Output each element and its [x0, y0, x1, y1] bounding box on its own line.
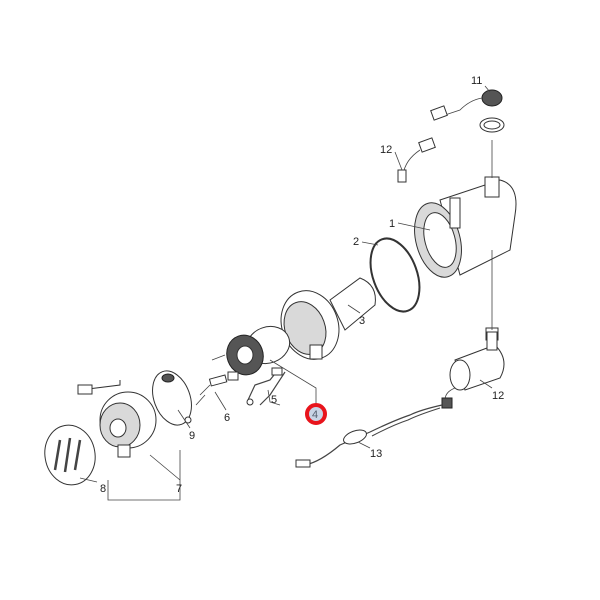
part-6-glow-plug	[195, 371, 239, 406]
part-12-water-pump	[441, 331, 505, 409]
highlight-ring	[305, 403, 327, 425]
callout-label: 12	[380, 144, 392, 156]
callout-10[interactable]: 11	[471, 75, 482, 87]
callout-7[interactable]: 7	[176, 483, 182, 495]
leader-lines	[79, 85, 493, 501]
callout-label: 1	[389, 218, 395, 230]
callout-label: 9	[189, 430, 195, 442]
callout-label: 8	[100, 483, 106, 495]
callout-label: 13	[370, 448, 382, 460]
part-10-temperature-sensor	[430, 89, 505, 133]
part-1-heat-exchanger	[414, 140, 517, 341]
callout-label: 4	[312, 409, 318, 421]
callout-9[interactable]: 9	[189, 430, 195, 442]
callout-label: 12	[492, 390, 504, 402]
callout-label: 5	[271, 394, 277, 406]
callout-label: 6	[224, 412, 230, 424]
callout-label: 11	[471, 75, 482, 87]
callout-3[interactable]: 3	[359, 315, 365, 327]
callout-12[interactable]: 12	[492, 390, 504, 402]
callout-11[interactable]: 12	[380, 144, 392, 156]
callout-5[interactable]: 5	[271, 394, 277, 406]
callout-1[interactable]: 1	[389, 218, 395, 230]
callout-13[interactable]: 13	[370, 448, 382, 460]
part-9-gasket-plate	[152, 370, 192, 426]
callout-8[interactable]: 8	[100, 483, 106, 495]
part-7-blower-motor	[77, 380, 157, 458]
callout-2[interactable]: 2	[353, 236, 359, 248]
callout-label: 3	[359, 315, 365, 327]
part-11-sensor-cable	[397, 137, 436, 183]
part-2-seal-ring	[369, 237, 421, 313]
part-5-glow-pin-bracket	[246, 367, 286, 406]
part-8-end-cap	[44, 424, 96, 486]
part-4-burner-motor	[211, 325, 291, 376]
part-3-combustion-chamber	[280, 277, 376, 360]
callout-4-highlighted[interactable]: 4	[305, 403, 327, 425]
callout-label: 2	[353, 236, 359, 248]
callout-label: 7	[176, 483, 182, 495]
part-13-cable-harness	[295, 404, 443, 468]
callout-6[interactable]: 6	[224, 412, 230, 424]
